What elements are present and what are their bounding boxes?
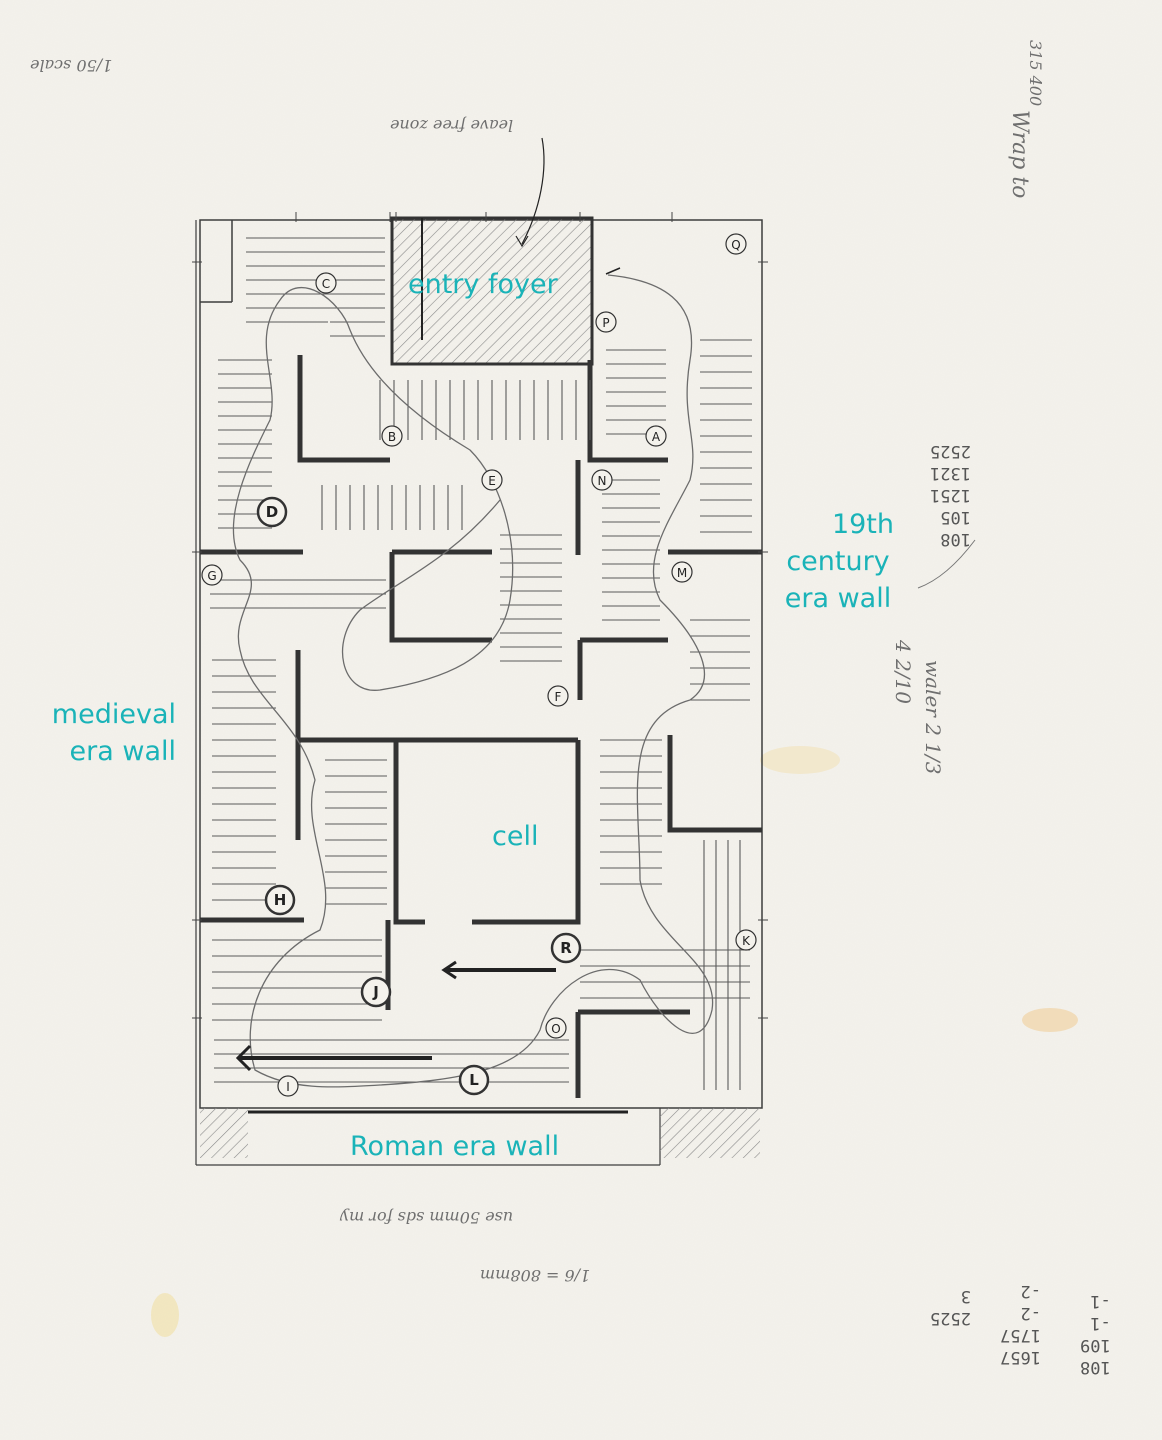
station-marker-d: D	[266, 503, 278, 521]
station-markers: A B C D E F G H I J K L M N O P Q R	[201, 233, 757, 1097]
station-marker-circle	[725, 233, 747, 255]
station-marker-f: F	[555, 690, 562, 704]
station-marker-n: N	[598, 474, 607, 488]
label-cell: cell	[492, 821, 539, 852]
arrows	[235, 137, 976, 1072]
station-marker-circle	[381, 425, 403, 447]
station-marker-circle	[277, 1075, 299, 1097]
station-marker-p: P	[602, 316, 609, 330]
station-marker-circle	[481, 469, 503, 491]
label-19th-century-wall: 19th century era wall	[784, 509, 894, 614]
station-marker-r: R	[560, 939, 572, 957]
bottom-numbers-col1: 108 109 -1 -1	[1080, 1291, 1111, 1377]
station-marker-circle	[545, 1017, 567, 1039]
right-numbers: 108 105 1251 1321 2525	[930, 441, 971, 549]
note-code: 315 400	[1026, 40, 1045, 107]
bottom-numbers-col3: 2525 3	[930, 1286, 971, 1328]
route-path	[232, 274, 714, 1088]
note-right-3: 4 2/10	[891, 640, 915, 704]
station-marker-circle	[547, 685, 569, 707]
note-right-2: waler 2 1/3	[921, 660, 945, 775]
label-roman-wall: Roman era wall	[350, 1131, 560, 1162]
station-marker-circle	[645, 425, 667, 447]
stain	[1022, 1008, 1078, 1032]
station-marker-h: H	[274, 891, 287, 909]
station-marker-g: G	[207, 569, 216, 583]
station-marker-circle	[735, 929, 757, 951]
station-marker-circle	[671, 561, 693, 583]
station-marker-j: J	[372, 983, 379, 1001]
station-marker-a: A	[652, 430, 661, 444]
station-marker-k: K	[742, 934, 751, 948]
station-marker-l: L	[469, 1071, 479, 1089]
interior-walls	[200, 355, 762, 1098]
station-marker-circle	[201, 564, 223, 586]
note-scale: 1/50 scale	[30, 56, 113, 75]
roman-wall-hatch	[660, 1108, 760, 1158]
note-right-1: Wrap to	[1007, 110, 1032, 199]
entry-foyer-box	[390, 216, 594, 366]
note-bottom-2: 1/6 = 808mm	[480, 1266, 591, 1285]
station-marker-b: B	[388, 430, 396, 444]
station-marker-i: I	[286, 1080, 290, 1094]
station-marker-q: Q	[731, 238, 740, 252]
station-marker-circle	[591, 469, 613, 491]
station-marker-circle	[256, 496, 288, 528]
bottom-numbers-col2: 1657 1757 -2 -2	[1000, 1281, 1041, 1367]
perimeter-ticks	[192, 212, 768, 1019]
station-marker-m: M	[677, 566, 687, 580]
station-marker-circle	[550, 932, 582, 964]
note-bottom-1: use 50mm sds for my	[340, 1208, 514, 1227]
roman-wall-hatch	[200, 1108, 248, 1158]
label-medieval-wall: medieval era wall	[51, 699, 176, 767]
station-marker-o: O	[551, 1022, 560, 1036]
station-marker-circle	[264, 884, 296, 916]
label-entry-foyer: entry foyer	[408, 269, 558, 300]
stair-hatching	[210, 237, 752, 1090]
station-marker-e: E	[488, 474, 496, 488]
station-marker-circle	[458, 1064, 490, 1096]
station-marker-circle	[360, 976, 392, 1008]
stain	[760, 746, 840, 774]
station-marker-circle	[315, 272, 337, 294]
note-top: leave free zone	[390, 116, 514, 135]
station-marker-circle	[595, 311, 617, 333]
stain	[151, 1293, 179, 1337]
station-marker-c: C	[322, 277, 330, 291]
